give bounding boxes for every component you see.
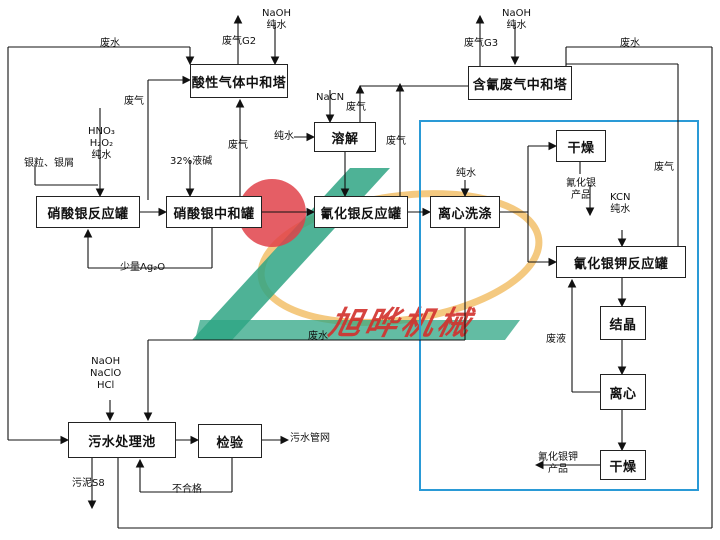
label-waste-water-top-right: 废水	[620, 38, 640, 49]
label-naoh-32: 32%液碱	[170, 156, 213, 167]
label-waste-gas-1: 废气	[124, 96, 144, 107]
centrifuge-wash-box: 离心洗涤	[430, 196, 500, 228]
label-waste-gas-g2: 废气G2	[222, 36, 257, 47]
label-ksc-product: 氰化银钾 产品	[538, 452, 578, 475]
inspection-box: 检验	[198, 424, 262, 458]
label-naoh-water-1: NaOH 纯水	[262, 8, 291, 31]
potassium-silver-cyanide-reactor-box: 氰化银钾反应罐	[556, 246, 686, 278]
highlight-frame	[419, 120, 699, 491]
crystallize-box: 结晶	[600, 306, 646, 340]
label-hno3-h2o2-water: HNO₃ H₂O₂ 纯水	[88, 126, 115, 161]
label-waste-water-top-left: 废水	[100, 38, 120, 49]
silver-cyanide-reactor-box: 氰化银反应罐	[314, 196, 408, 228]
label-small-ag2o: 少量Ag₂O	[120, 262, 166, 273]
label-sewer: 污水管网	[290, 433, 330, 444]
label-unqualified: 不合格	[172, 484, 202, 495]
dry-bottom-box: 干燥	[600, 450, 646, 480]
label-silver-cyanide-product: 氰化银 产品	[566, 178, 596, 201]
label-waste-gas-2: 废气	[228, 140, 248, 151]
wastewater-pool-box: 污水处理池	[68, 422, 176, 458]
label-sludge-s8: 污泥S8	[72, 478, 105, 489]
label-waste-gas-5: 废气	[654, 162, 674, 173]
cyanide-gas-tower-box: 含氰废气中和塔	[468, 66, 572, 100]
label-waste-gas-4: 废气	[386, 136, 406, 147]
label-silver-input: 银粒、银屑	[24, 158, 74, 169]
silver-nitrate-neutralizer-box: 硝酸银中和罐	[166, 196, 262, 228]
dissolve-box: 溶解	[314, 122, 376, 152]
acid-gas-tower-box: 酸性气体中和塔	[190, 64, 288, 98]
label-waste-water-mid: 废水	[308, 331, 328, 342]
label-pure-water-wash: 纯水	[456, 168, 476, 179]
label-naoh-naclo-hcl: NaOH NaClO HCl	[90, 356, 122, 391]
label-kcn-water: KCN 纯水	[610, 192, 631, 215]
label-waste-gas-3: 废气	[346, 102, 366, 113]
label-nacn: NaCN	[316, 92, 345, 103]
silver-nitrate-reactor-box: 硝酸银反应罐	[36, 196, 140, 228]
centrifuge-box: 离心	[600, 374, 646, 410]
label-naoh-water-2: NaOH 纯水	[502, 8, 531, 31]
label-waste-liquid: 废液	[546, 334, 566, 345]
label-pure-water-dissolve: 纯水	[274, 131, 294, 143]
dry-top-box: 干燥	[556, 130, 606, 162]
label-waste-gas-g3: 废气G3	[464, 38, 499, 49]
